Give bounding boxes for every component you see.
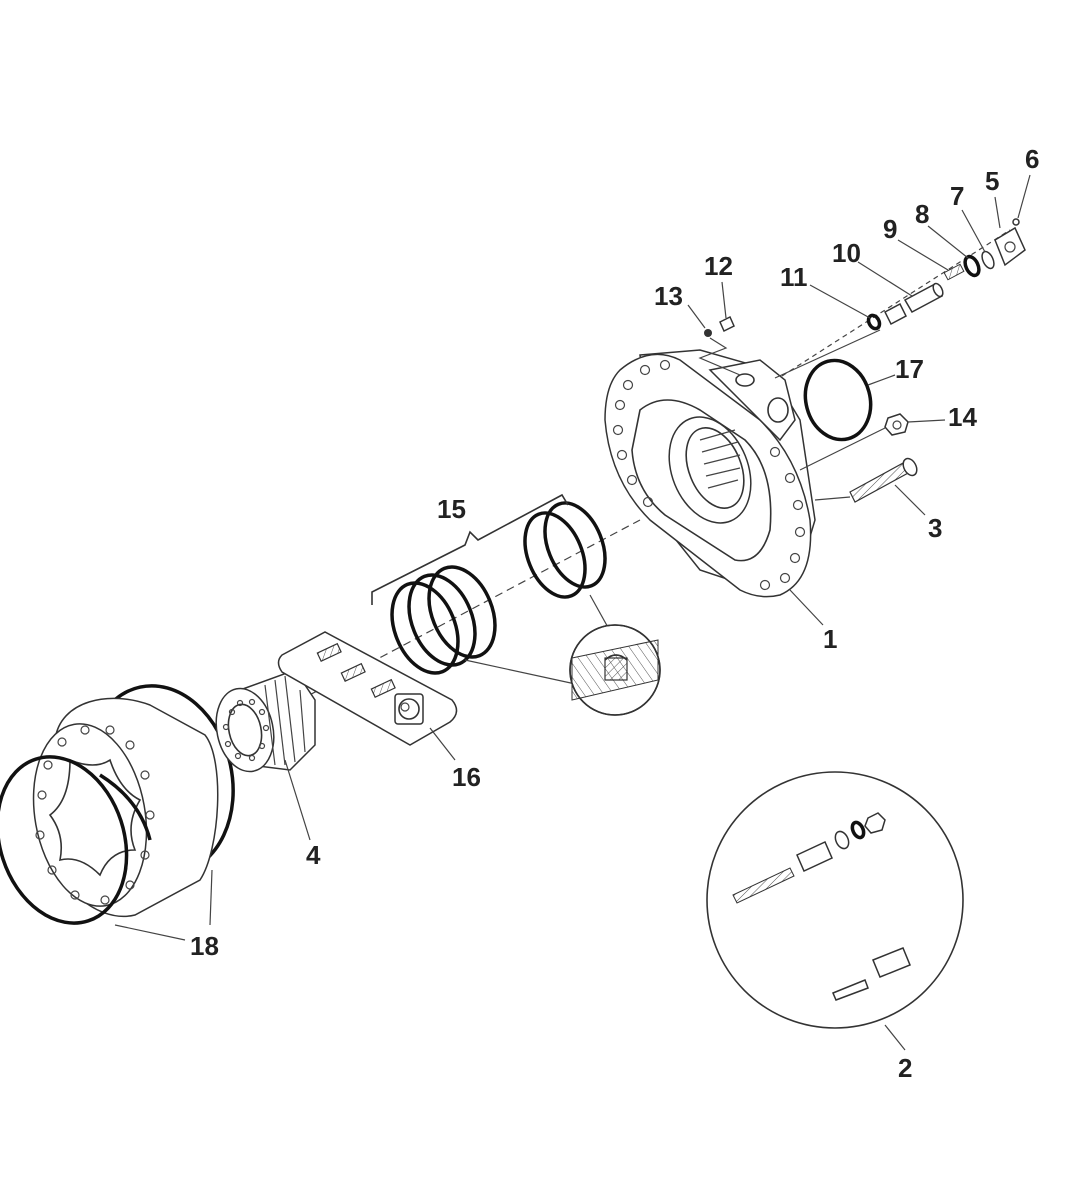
part-16-spring-kit bbox=[277, 631, 458, 746]
leader-14 bbox=[907, 419, 946, 423]
callout-1: 1 bbox=[823, 624, 837, 654]
leader-5 bbox=[994, 196, 1001, 229]
leader-18b bbox=[209, 869, 213, 926]
leader-1 bbox=[789, 589, 824, 626]
part-14-nut bbox=[884, 413, 909, 436]
spool-grooves bbox=[264, 675, 306, 766]
part-10-piston bbox=[903, 282, 944, 314]
flange-bolt-holes bbox=[612, 359, 806, 591]
leader-2 bbox=[884, 1024, 906, 1051]
leader-16 bbox=[429, 727, 456, 761]
leader-4 bbox=[284, 759, 311, 841]
seal-ring-d bbox=[523, 511, 587, 599]
callout-10: 10 bbox=[832, 238, 861, 268]
callout-6: 6 bbox=[1025, 144, 1039, 174]
seal-ring-a bbox=[390, 581, 460, 675]
axis-17 bbox=[774, 329, 881, 379]
leader-7 bbox=[961, 209, 986, 253]
kit-sleeve bbox=[796, 840, 833, 873]
callout-2: 2 bbox=[898, 1053, 912, 1083]
callout-9: 9 bbox=[883, 214, 897, 244]
kit-washer-b bbox=[850, 820, 866, 840]
part-9-spring bbox=[943, 263, 965, 281]
part-6-screw bbox=[1012, 218, 1020, 226]
check-valve-ball bbox=[400, 702, 410, 712]
gerotor-face bbox=[32, 723, 148, 907]
kit-pin bbox=[832, 979, 869, 1001]
port-hole-a bbox=[735, 373, 755, 387]
leader-6 bbox=[1017, 174, 1031, 219]
part-2-hardware-kit bbox=[706, 771, 964, 1029]
callout-3: 3 bbox=[928, 513, 942, 543]
housing-bore-inner bbox=[685, 427, 745, 509]
seal-ring-c bbox=[427, 565, 497, 659]
gerotor-bolt-holes bbox=[35, 725, 155, 905]
leader-3 bbox=[894, 484, 926, 516]
leader-11 bbox=[809, 284, 871, 319]
spring-b bbox=[340, 662, 366, 682]
kit-washer-a bbox=[834, 830, 850, 850]
part-11-seat bbox=[866, 302, 907, 331]
callout-17: 17 bbox=[895, 354, 924, 384]
gerotor-star bbox=[48, 758, 142, 877]
kit-nut bbox=[864, 812, 886, 834]
spool-face-holes bbox=[222, 698, 270, 762]
callout-12: 12 bbox=[704, 251, 733, 281]
part-12-plug bbox=[719, 315, 735, 333]
gerotor-slot bbox=[99, 773, 152, 841]
part-13-ball bbox=[704, 329, 712, 337]
seal-section-detail bbox=[464, 594, 661, 716]
callout-16: 16 bbox=[452, 762, 481, 792]
callout-14: 14 bbox=[948, 402, 977, 432]
leader-18a bbox=[114, 924, 186, 941]
callout-18: 18 bbox=[190, 931, 219, 961]
part-17-o-ring bbox=[803, 358, 873, 442]
leader-9 bbox=[897, 239, 949, 271]
axis-14 bbox=[799, 427, 886, 471]
kit-stud bbox=[732, 867, 795, 904]
leader-13 bbox=[687, 304, 706, 329]
spring-a bbox=[316, 642, 342, 662]
part-4-spool-assembly bbox=[215, 669, 316, 773]
leader-10 bbox=[857, 261, 913, 297]
plug-installation-path bbox=[698, 337, 741, 376]
leader-12 bbox=[721, 281, 727, 319]
spring-c bbox=[370, 678, 396, 698]
part-5-cover-plate bbox=[994, 226, 1026, 267]
kit-bushing bbox=[872, 947, 911, 978]
seal-ring-e bbox=[543, 501, 607, 589]
part-3-bolt bbox=[849, 457, 918, 503]
housing-face-outline bbox=[631, 399, 772, 562]
callout-15: 15 bbox=[437, 494, 466, 524]
leader-8 bbox=[927, 225, 969, 259]
axis-3 bbox=[814, 496, 851, 501]
kit-circle bbox=[706, 771, 964, 1029]
valve-stack-axis bbox=[781, 229, 1011, 377]
part-8-seal bbox=[963, 254, 981, 278]
callout-7: 7 bbox=[950, 181, 964, 211]
o-ring-18-front bbox=[0, 755, 129, 925]
part-1-main-housing bbox=[604, 349, 816, 598]
callout-5: 5 bbox=[985, 166, 999, 196]
seal-ring-b bbox=[407, 573, 477, 667]
part-15-seal-rings bbox=[390, 501, 607, 675]
port-hole-b bbox=[767, 397, 789, 423]
leader-17 bbox=[867, 374, 896, 386]
callout-4: 4 bbox=[306, 840, 321, 870]
callout-13: 13 bbox=[654, 281, 683, 311]
bore-thread bbox=[699, 429, 741, 489]
bracket-15 bbox=[371, 493, 569, 605]
check-valve-ring bbox=[398, 698, 420, 720]
callout-8: 8 bbox=[915, 199, 929, 229]
part-7-washer bbox=[981, 250, 995, 270]
callout-11: 11 bbox=[780, 262, 808, 292]
part-18-gerotor-housing bbox=[0, 684, 235, 925]
